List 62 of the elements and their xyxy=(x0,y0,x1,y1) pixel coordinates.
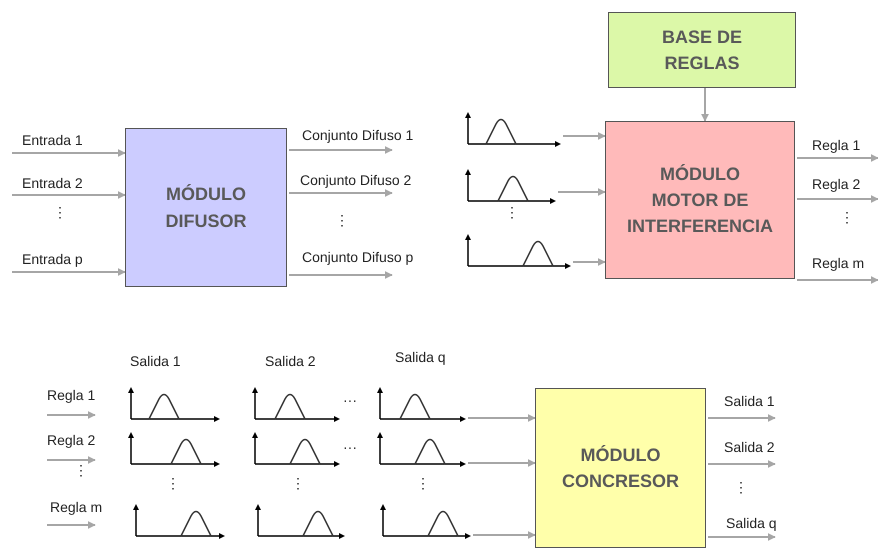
arrow xyxy=(289,146,393,154)
arrow xyxy=(468,414,536,422)
module-box xyxy=(605,121,795,279)
text-label: Salida 2 xyxy=(265,354,316,370)
module-box xyxy=(535,388,706,548)
text-label: ⋮ xyxy=(840,210,854,226)
arrow xyxy=(473,531,536,539)
arrow xyxy=(708,414,776,422)
text-label: Regla m xyxy=(50,500,102,516)
text-label: Salida 1 xyxy=(130,354,181,370)
membership-function-plot xyxy=(465,169,556,205)
edge-label: Regla 2 xyxy=(812,177,860,192)
edge-label: Conjunto Difuso 1 xyxy=(302,128,414,144)
box-title: MÓDULO DIFUSOR xyxy=(164,183,248,232)
arrow xyxy=(573,258,606,266)
arrow xyxy=(708,533,776,541)
box-title: BASE DE REGLAS xyxy=(660,26,743,75)
membership-function-plot xyxy=(377,387,466,423)
edge-label: Conjunto Difuso 2 xyxy=(300,173,412,188)
arrow xyxy=(563,132,606,140)
text-label: ⋮ xyxy=(335,213,349,228)
edge-label: Salida q xyxy=(726,516,777,532)
arrow xyxy=(708,460,776,468)
arrow xyxy=(797,154,878,162)
text-label: ⋮ xyxy=(74,463,88,478)
text-label: ⋮ xyxy=(734,480,748,496)
arrow xyxy=(701,88,709,122)
arrow xyxy=(12,149,126,157)
text-label: ⋮ xyxy=(166,476,180,492)
module-box xyxy=(125,128,287,287)
text-label: ⋮ xyxy=(416,476,430,492)
arrow xyxy=(558,188,606,196)
edge-label: Salida 2 xyxy=(724,440,775,456)
membership-function-plot xyxy=(380,504,471,540)
edge-label: Salida 1 xyxy=(724,394,775,410)
edge-label: Entrada 1 xyxy=(22,133,83,148)
text-label: Regla 2 xyxy=(47,433,96,448)
text-label: Salida q xyxy=(395,350,446,366)
text-label: ··· xyxy=(343,393,357,408)
membership-function-plot xyxy=(465,234,571,270)
text-label: ⋮ xyxy=(505,205,519,220)
arrow xyxy=(12,268,126,276)
text-label: ··· xyxy=(343,440,357,456)
arrow xyxy=(12,191,126,199)
box-title: MÓDULO MOTOR DE INTERFERENCIA xyxy=(626,162,774,238)
arrow xyxy=(468,459,536,467)
edge-label: Regla m xyxy=(812,256,864,272)
arrow xyxy=(797,195,878,203)
edge-label: Regla 1 xyxy=(812,138,860,154)
arrow xyxy=(797,276,878,284)
arrow xyxy=(289,189,393,197)
box-title: MÓDULO CONCRESOR xyxy=(560,444,680,493)
text-label: Regla 1 xyxy=(47,388,96,404)
edge-label: Entrada p xyxy=(22,252,83,268)
arrow xyxy=(289,271,393,279)
module-box xyxy=(608,12,796,88)
text-label: ⋮ xyxy=(291,476,305,492)
membership-function-plot xyxy=(465,112,561,148)
text-label: ⋮ xyxy=(53,205,67,220)
edge-label: Conjunto Difuso p xyxy=(302,250,414,266)
membership-function-plot xyxy=(377,432,466,468)
edge-label: Entrada 2 xyxy=(22,176,83,192)
